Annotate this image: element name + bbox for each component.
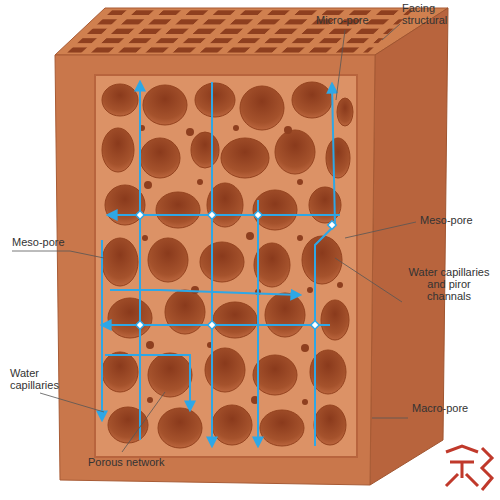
micro-pore-label: Micro-pore (316, 14, 396, 26)
capillary-channel-label: Water capillaries and piror channals (404, 266, 494, 302)
meso-pore-label: Meso-pore (420, 214, 495, 226)
capillary-label: Water capillaries (10, 367, 75, 391)
watermark-logo (446, 446, 492, 490)
meso-pore-label: Meso-pore (12, 236, 87, 248)
facing-label: Facing structural (402, 2, 462, 26)
porous-network-label: Porous network (88, 456, 198, 468)
macro-pore-label: Macro-pore (412, 402, 492, 414)
